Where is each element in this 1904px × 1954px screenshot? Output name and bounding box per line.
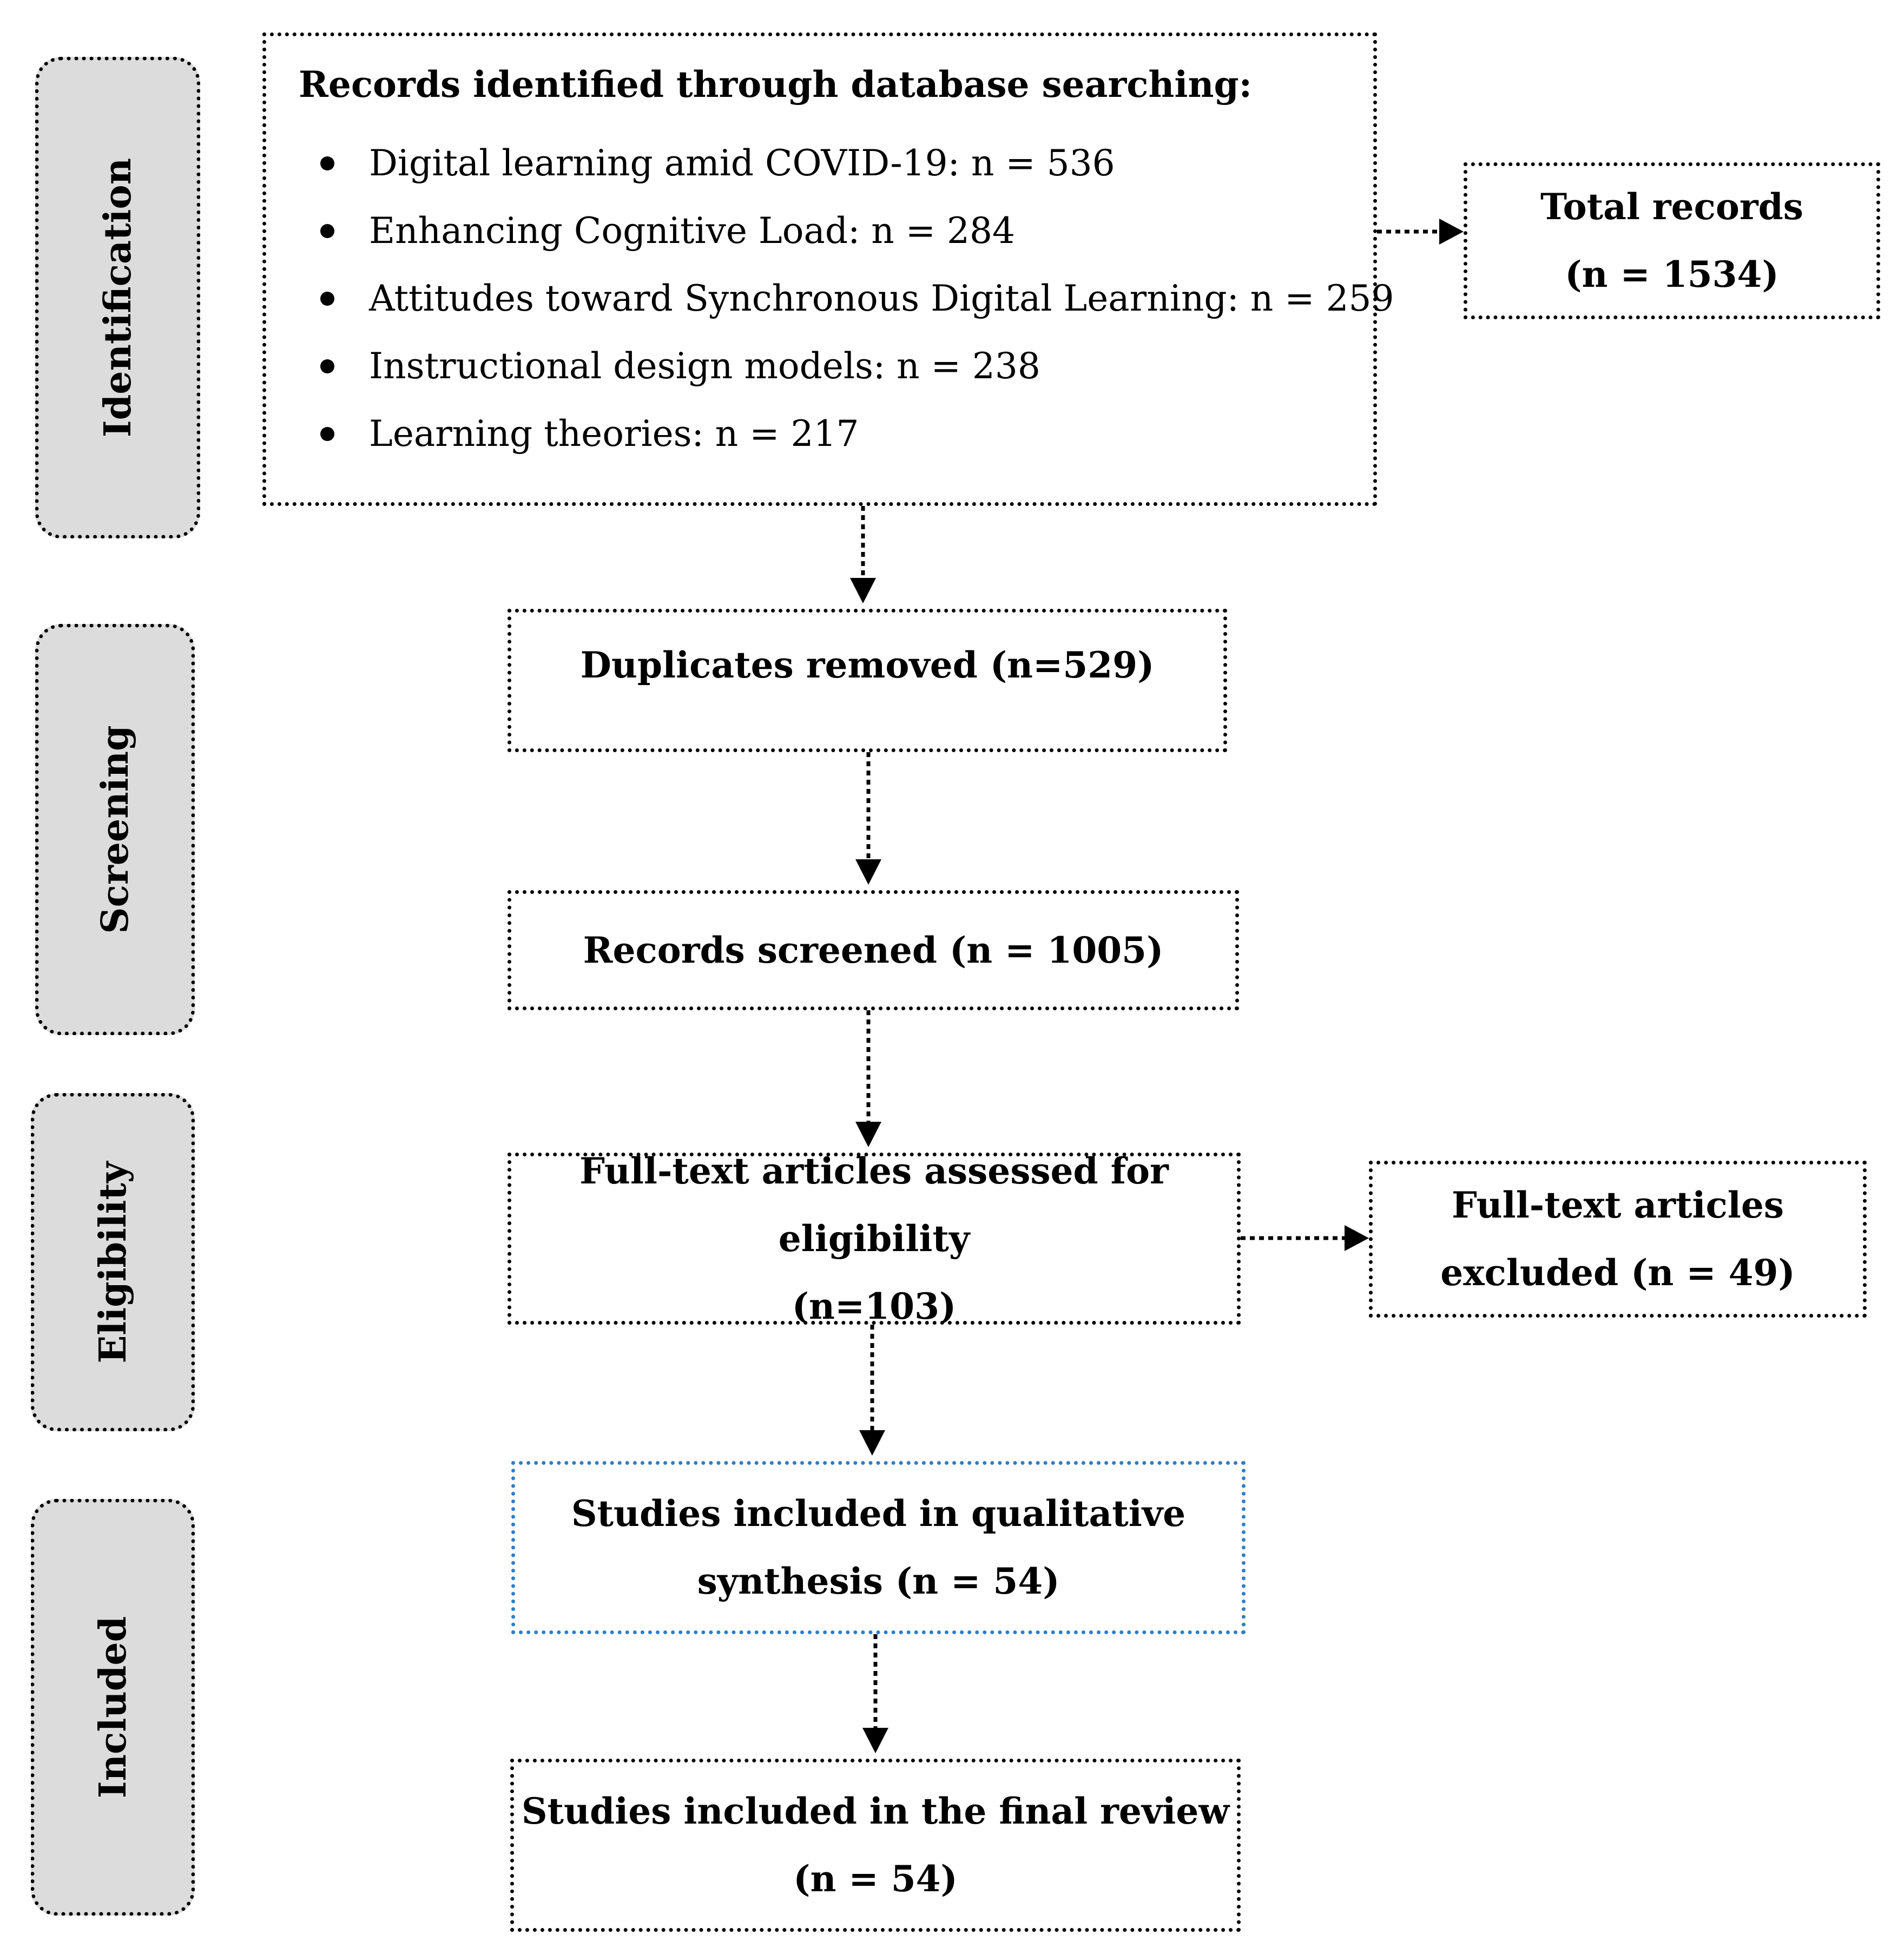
- records-identified-heading: Records identified through database sear…: [299, 63, 1252, 106]
- arrowhead-icon: [855, 859, 881, 885]
- arrowhead-icon: [850, 578, 876, 603]
- fulltext-assessed-title: Full-text articles assessed for eligibil…: [579, 1149, 1169, 1260]
- bullet-icon: [320, 426, 334, 441]
- arrowhead-icon: [1345, 1225, 1369, 1251]
- arrowhead-icon: [859, 1430, 885, 1456]
- total-records-count: (n = 1534): [1565, 253, 1779, 295]
- bullet-icon: [320, 156, 334, 170]
- final-review-count: (n = 54): [793, 1858, 958, 1900]
- list-item: Instructional design models: n = 238: [320, 332, 1394, 400]
- total-records-box: Total records (n = 1534): [1464, 162, 1880, 319]
- qualitative-synthesis-box: Studies included in qualitative synthesi…: [511, 1461, 1246, 1634]
- stage-identification: Identification: [35, 57, 200, 538]
- final-review-title: Studies included in the final review: [521, 1790, 1230, 1832]
- records-identified-box: Records identified through database sear…: [262, 32, 1394, 506]
- list-item: Enhancing Cognitive Load: n = 284: [320, 197, 1394, 265]
- records-screened-box: Records screened (n = 1005): [508, 890, 1239, 1010]
- fulltext-excluded-title: Full-text articles: [1451, 1184, 1784, 1226]
- qualitative-synthesis-count: synthesis (n = 54): [697, 1560, 1060, 1602]
- stage-eligibility: Eligibility: [31, 1093, 195, 1431]
- arrowhead-icon: [862, 1728, 888, 1753]
- fulltext-excluded-count: excluded (n = 49): [1440, 1252, 1795, 1294]
- arrowhead-icon: [855, 1122, 881, 1147]
- list-item: Learning theories: n = 217: [320, 400, 1394, 468]
- bullet-icon: [320, 359, 334, 373]
- duplicates-removed-label: Duplicates removed (n=529): [580, 644, 1155, 686]
- list-item: Digital learning amid COVID-19: n = 536: [320, 129, 1394, 197]
- duplicates-removed-box: Duplicates removed (n=529): [508, 609, 1227, 752]
- records-screened-label: Records screened (n = 1005): [583, 929, 1164, 971]
- final-review-box: Studies included in the final review (n …: [510, 1759, 1241, 1932]
- fulltext-assessed-count: (n=103): [792, 1285, 957, 1327]
- arrowhead-icon: [1439, 219, 1464, 245]
- list-item: Attitudes toward Synchronous Digital Lea…: [320, 265, 1394, 332]
- stage-screening: Screening: [35, 624, 195, 1035]
- database-search-list: Digital learning amid COVID-19: n = 536 …: [320, 129, 1394, 468]
- bullet-icon: [320, 291, 334, 306]
- total-records-title: Total records: [1540, 186, 1803, 228]
- stage-included: Included: [31, 1499, 195, 1916]
- bullet-icon: [320, 223, 334, 238]
- fulltext-assessed-box: Full-text articles assessed for eligibil…: [508, 1150, 1241, 1327]
- qualitative-synthesis-title: Studies included in qualitative: [571, 1492, 1186, 1535]
- fulltext-excluded-box: Full-text articles excluded (n = 49): [1369, 1161, 1867, 1318]
